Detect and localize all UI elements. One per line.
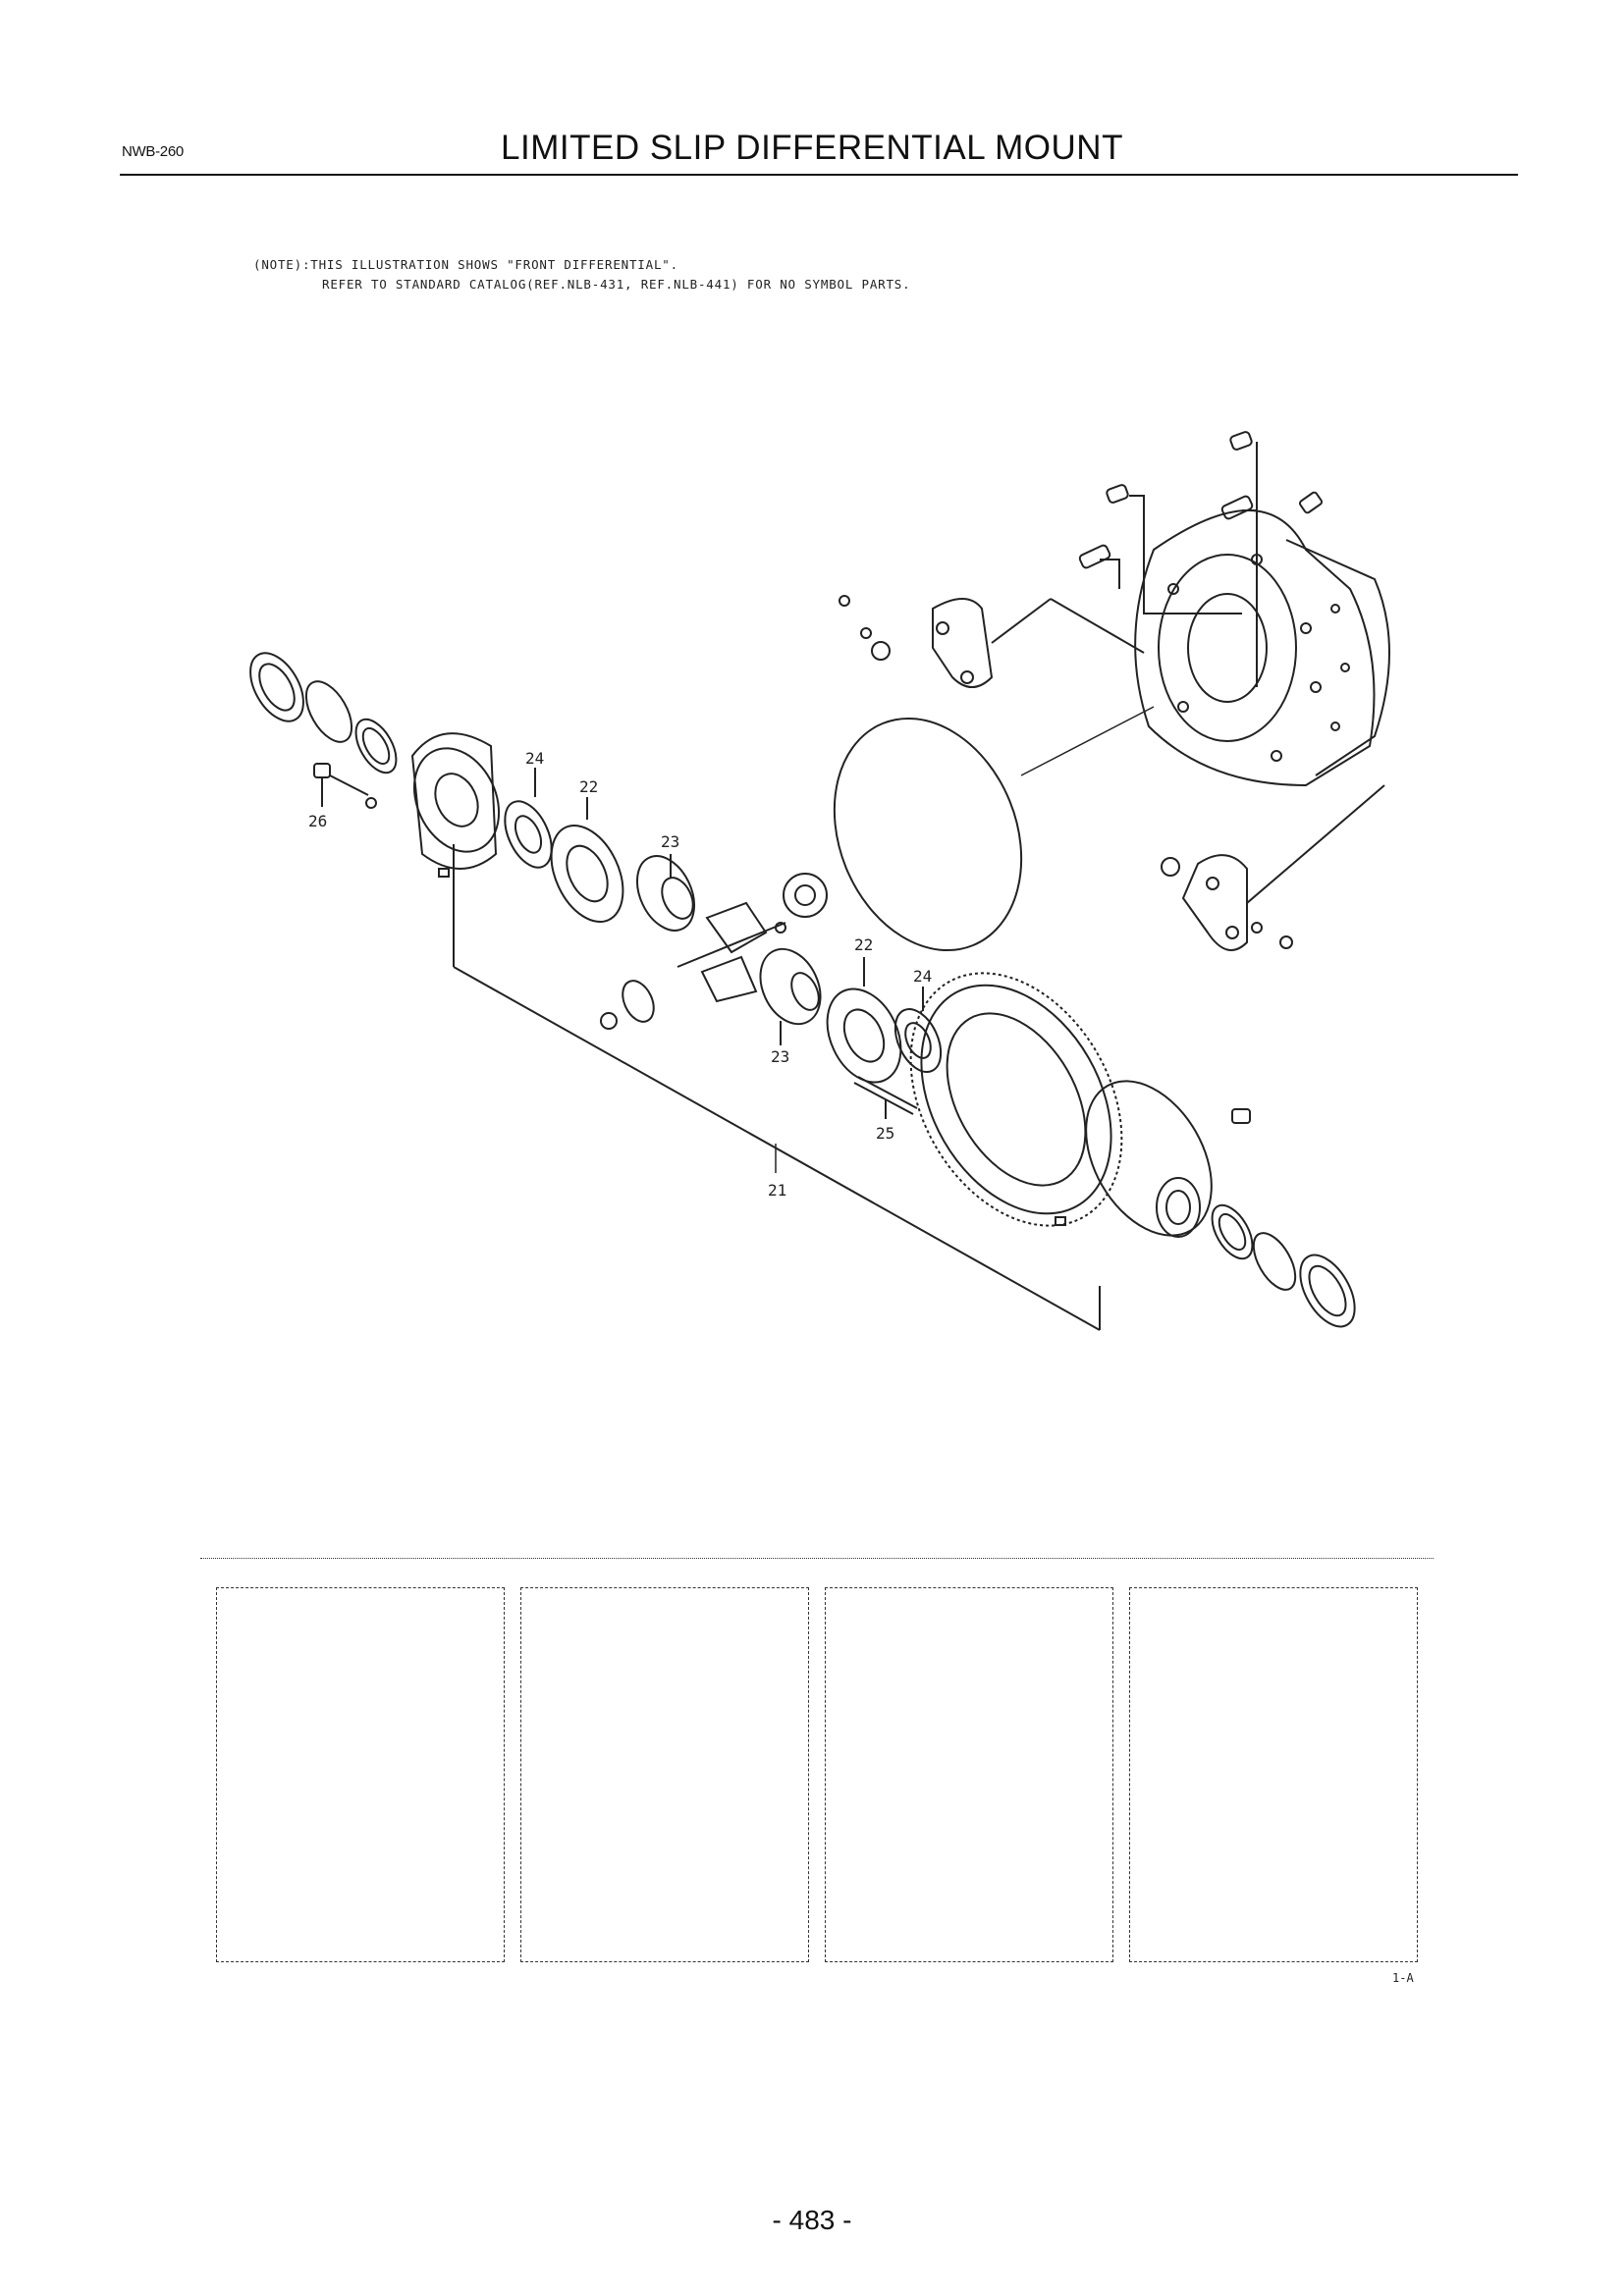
diff-case-right (1055, 1080, 1251, 1238)
figure-reference: 1-A (1392, 1971, 1414, 1985)
pinion-shaft-25 (853, 1076, 918, 1119)
section-separator (200, 1558, 1434, 1559)
side-gear-23-upper (635, 854, 696, 932)
ring-gear (909, 972, 1123, 1227)
carrier-housing (1134, 509, 1390, 787)
callout-22-left: 22 (579, 777, 598, 796)
parts-list-box-1 (216, 1587, 505, 1962)
bearing-cap-lower (1161, 784, 1385, 951)
callout-23-upper: 23 (661, 832, 679, 851)
callout-25: 25 (876, 1124, 894, 1143)
thrust-washer-24-left (504, 768, 553, 869)
side-gear-23-lower (759, 947, 822, 1045)
header-rule (120, 174, 1518, 176)
page-number: - 483 - (772, 2205, 852, 2235)
note-line-2: REFER TO STANDARD CATALOG(REF.NLB-431, R… (322, 277, 911, 292)
callout-22-right: 22 (854, 935, 873, 954)
callout-26: 26 (308, 812, 327, 830)
clutch-plate-22-left (550, 797, 624, 924)
gasket-o-ring (833, 717, 1023, 952)
callout-21: 21 (768, 1181, 786, 1200)
callout-23-lower: 23 (771, 1047, 789, 1066)
bolt-26 (313, 763, 450, 878)
exploded-parts-diagram: 24 22 23 26 22 24 23 25 21 (249, 431, 1390, 1331)
parts-list-box-3 (825, 1587, 1113, 1962)
page-title: LIMITED SLIP DIFFERENTIAL MOUNT (501, 129, 1123, 167)
parts-list-box-2 (520, 1587, 809, 1962)
housing-studs (1078, 431, 1324, 687)
side-bearing-left (249, 652, 398, 774)
parts-list-box-4 (1129, 1587, 1418, 1962)
callout-24-left: 24 (525, 749, 544, 768)
thrust-washer-24-right (893, 987, 943, 1073)
bearing-cap-upper (839, 595, 1145, 688)
note-line-1: (NOTE):THIS ILLUSTRATION SHOWS "FRONT DI… (253, 257, 678, 272)
side-bearing-right (1211, 1203, 1356, 1328)
diff-case-left (410, 732, 1101, 1331)
clutch-plate-22-right (826, 957, 902, 1084)
callout-24-right: 24 (913, 967, 932, 986)
section-code: NWB-260 (122, 143, 184, 160)
pinion-gears-and-shaft (600, 873, 828, 1030)
